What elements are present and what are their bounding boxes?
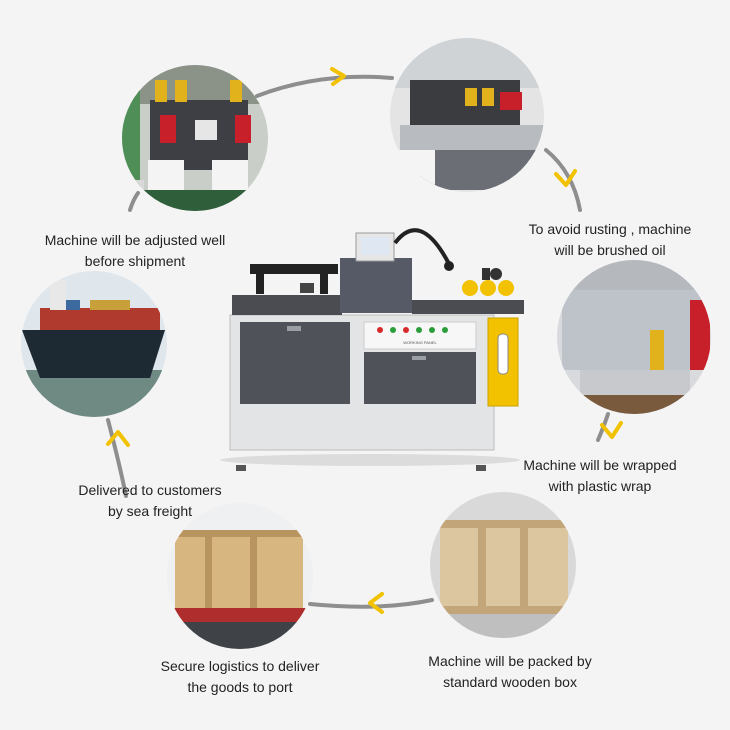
caption-line: To avoid rusting , machine [528,221,692,237]
tool-dies [462,268,514,296]
caption-adjusted: Machine will be adjusted well before shi… [20,230,250,272]
caption-line: Machine will be wrapped [523,457,677,473]
bending-machine-illustration: WORKING PANEL [220,228,524,471]
arrow-down-icon [600,421,623,439]
caption-sea: Delivered to customers by sea freight [60,480,240,522]
connector-2 [544,148,582,212]
photo-ship [21,271,167,417]
caption-line: with plastic wrap [548,478,652,494]
caption-line: Machine will be packed by [428,653,592,669]
arrow-left-icon [368,592,384,614]
caption-oil: To avoid rusting , machine will be brush… [510,219,710,261]
connector-5 [106,418,128,498]
arrow-up-icon [106,430,130,447]
photo-logistics [167,503,313,649]
caption-line: will be brushed oil [554,242,666,258]
photo-wooden-box [430,492,576,638]
caption-line: Machine will be adjusted well [44,232,226,248]
panel-label: WORKING PANEL [403,340,437,345]
caption-line: before shipment [84,253,186,269]
photo-adjustment [122,65,268,211]
caption-packed: Machine will be packed by standard woode… [405,651,615,693]
caption-logistics: Secure logistics to deliver the goods to… [140,656,340,698]
arrow-down-icon [554,169,577,187]
caption-line: by sea freight [107,503,193,519]
caption-line: the goods to port [187,679,293,695]
photo-wrapped [557,260,711,414]
flow-arrows [106,67,623,614]
caption-line: standard wooden box [443,674,577,690]
connector-6 [128,191,140,212]
flow-connectors [106,74,610,609]
caption-wrapped: Machine will be wrapped with plastic wra… [500,455,700,497]
connector-1 [255,74,394,98]
control-lights [377,327,448,333]
caption-line: Delivered to customers [78,482,222,498]
caption-line: Secure logistics to deliver [160,658,320,674]
photo-oiling [390,38,544,192]
arrow-right-icon [330,67,346,86]
